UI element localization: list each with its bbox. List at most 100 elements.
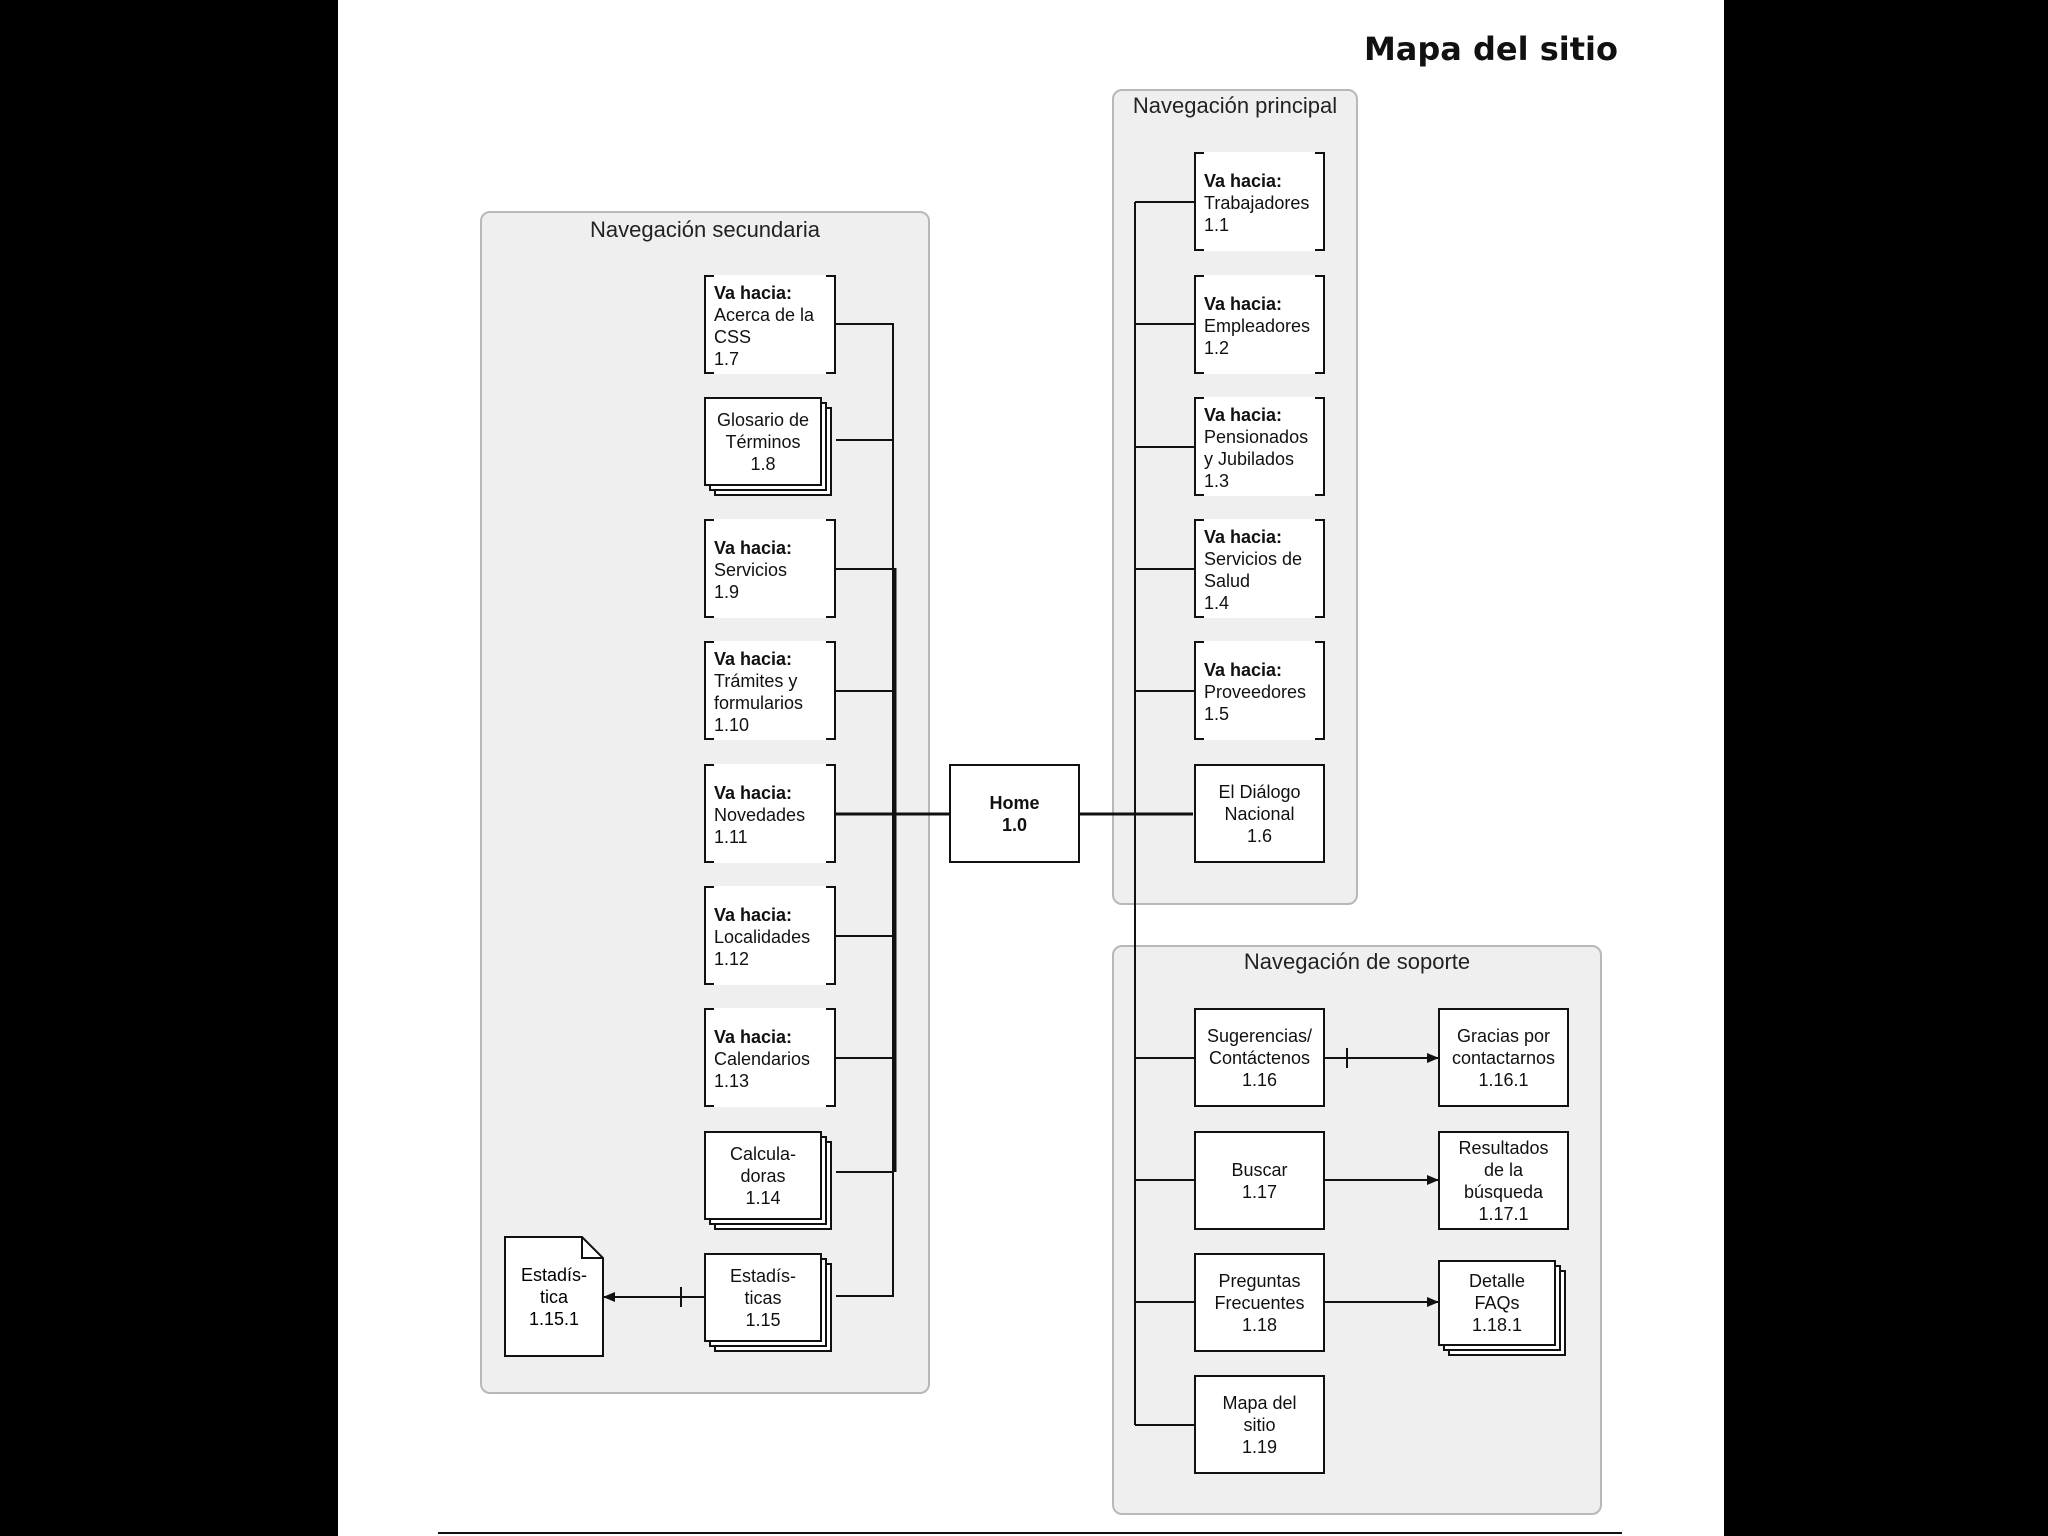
goto-label: Va hacia: <box>1204 293 1283 314</box>
node-line: Resultados <box>1458 1137 1549 1158</box>
page-title: Mapa del sitio <box>1363 30 1618 68</box>
node-id: 1.19 <box>1241 1436 1278 1457</box>
node-line: sitio <box>1243 1414 1276 1435</box>
node-id: 1.15.1 <box>528 1308 580 1329</box>
node-servicios-salud[interactable]: Va hacia: Servicios de Salud 1.4 <box>1194 519 1325 618</box>
node-line: búsqueda <box>1463 1181 1544 1202</box>
panel-label-primary: Navegación principal <box>1132 93 1338 118</box>
goto-label: Va hacia: <box>1204 404 1283 425</box>
node-id: 1.16.1 <box>1478 1069 1529 1090</box>
node-id: 1.8 <box>750 453 776 474</box>
node-id: 1.7 <box>714 348 740 369</box>
node-line: Buscar <box>1231 1159 1288 1180</box>
node-trabajadores[interactable]: Va hacia: Trabajadores 1.1 <box>1194 152 1325 251</box>
node-id: 1.17 <box>1241 1181 1278 1202</box>
node-line: Frecuentes <box>1214 1292 1305 1313</box>
node-line: Estadís- <box>729 1265 797 1286</box>
node-id: 1.10 <box>714 714 750 735</box>
node-line: Servicios <box>714 559 788 580</box>
node-line: Empleadores <box>1204 315 1311 336</box>
node-id: 1.18 <box>1241 1314 1278 1335</box>
node-id: 1.13 <box>714 1070 750 1091</box>
node-id: 1.3 <box>1204 470 1230 491</box>
bottom-divider <box>438 1532 1622 1534</box>
panel-label-support: Navegación de soporte <box>1243 949 1471 974</box>
node-buscar[interactable]: Buscar 1.17 <box>1194 1131 1325 1230</box>
node-estadistica-document[interactable]: Estadís- tica 1.15.1 <box>504 1236 604 1357</box>
node-line: Sugerencias/ <box>1206 1025 1313 1046</box>
node-line: Gracias por <box>1456 1025 1551 1046</box>
node-id: 1.16 <box>1241 1069 1278 1090</box>
connector-lines <box>603 201 1439 1426</box>
node-line: Acerca de la <box>714 304 815 325</box>
home-node[interactable]: Home 1.0 <box>949 764 1080 863</box>
document-text: Estadís- tica 1.15.1 <box>504 1236 604 1357</box>
node-calculadoras[interactable]: Calcula- doras 1.14 <box>704 1131 822 1220</box>
node-gracias[interactable]: Gracias por contactarnos 1.16.1 <box>1438 1008 1569 1107</box>
goto-label: Va hacia: <box>714 537 793 558</box>
node-id: 1.14 <box>745 1187 781 1208</box>
node-localidades[interactable]: Va hacia: Localidades 1.12 <box>704 886 836 985</box>
node-line: ticas <box>744 1287 782 1308</box>
node-estadisticas[interactable]: Estadís- ticas 1.15 <box>704 1253 822 1342</box>
node-sugerencias[interactable]: Sugerencias/ Contáctenos 1.16 <box>1194 1008 1325 1107</box>
node-id: 1.18.1 <box>1471 1315 1523 1335</box>
goto-label: Va hacia: <box>1204 526 1283 547</box>
node-pensionados[interactable]: Va hacia: Pensionados y Jubilados 1.3 <box>1194 397 1325 496</box>
goto-label: Va hacia: <box>714 904 793 925</box>
node-line: doras <box>740 1165 786 1186</box>
node-id: 1.1 <box>1204 214 1230 235</box>
node-line: Mapa del <box>1222 1392 1297 1413</box>
node-tramites[interactable]: Va hacia: Trámites y formularios 1.10 <box>704 641 836 740</box>
sitemap-page: Mapa del sitio Navegación secundaria Nav… <box>338 0 1724 1536</box>
node-line: Contáctenos <box>1208 1047 1311 1068</box>
node-servicios[interactable]: Va hacia: Servicios 1.9 <box>704 519 836 618</box>
node-id: 1.5 <box>1204 703 1230 724</box>
node-line: Salud <box>1204 570 1251 591</box>
node-line: Nacional <box>1224 803 1295 824</box>
node-line: y Jubilados <box>1204 448 1295 469</box>
node-line: Novedades <box>714 804 806 825</box>
node-line: Términos <box>725 431 801 452</box>
node-calendarios[interactable]: Va hacia: Calendarios 1.13 <box>704 1008 836 1107</box>
node-id: 1.15 <box>745 1309 781 1330</box>
node-id: 1.9 <box>714 581 740 602</box>
node-preguntas-frecuentes[interactable]: Preguntas Frecuentes 1.18 <box>1194 1253 1325 1352</box>
node-novedades[interactable]: Va hacia: Novedades 1.11 <box>704 764 836 863</box>
node-detalle-faqs[interactable]: Detalle FAQs 1.18.1 <box>1438 1260 1556 1346</box>
node-line: Trámites y <box>714 670 798 691</box>
home-label: Home <box>989 792 1040 813</box>
node-line: Servicios de <box>1204 548 1303 569</box>
node-dialogo-nacional[interactable]: El Diálogo Nacional 1.6 <box>1194 764 1325 863</box>
node-line: Pensionados <box>1204 426 1309 447</box>
node-line: Estadís- <box>520 1264 588 1285</box>
goto-label: Va hacia: <box>714 282 793 303</box>
node-proveedores[interactable]: Va hacia: Proveedores 1.5 <box>1194 641 1325 740</box>
node-line: Localidades <box>714 926 811 947</box>
goto-label: Va hacia: <box>1204 170 1283 191</box>
node-id: 1.12 <box>714 948 750 969</box>
panel-label-secondary: Navegación secundaria <box>590 217 820 242</box>
node-line: tica <box>539 1286 568 1307</box>
node-line: Detalle <box>1468 1271 1526 1291</box>
document-icon <box>504 1236 604 1357</box>
node-mapa-sitio[interactable]: Mapa del sitio 1.19 <box>1194 1375 1325 1474</box>
node-line: de la <box>1483 1159 1524 1180</box>
node-id: 1.6 <box>1246 825 1273 846</box>
goto-label: Va hacia: <box>714 782 793 803</box>
node-id: 1.11 <box>714 826 748 847</box>
node-line: Preguntas <box>1218 1270 1301 1291</box>
node-glosario[interactable]: Glosario de Términos 1.8 <box>704 397 822 486</box>
node-line: Proveedores <box>1204 681 1307 702</box>
node-line: contactarnos <box>1451 1047 1556 1068</box>
panel-support-navigation: Navegación de soporte <box>1112 945 1602 1515</box>
node-id: 1.4 <box>1204 592 1230 613</box>
node-id: 1.17.1 <box>1478 1203 1529 1224</box>
home-id: 1.0 <box>1001 814 1028 835</box>
goto-label: Va hacia: <box>714 1026 793 1047</box>
node-resultados-busqueda[interactable]: Resultados de la búsqueda 1.17.1 <box>1438 1131 1569 1230</box>
node-acerca-css[interactable]: Va hacia: Acerca de la CSS 1.7 <box>704 275 836 374</box>
node-line: Glosario de <box>716 409 810 430</box>
node-line: Calcula- <box>729 1143 797 1164</box>
node-empleadores[interactable]: Va hacia: Empleadores 1.2 <box>1194 275 1325 374</box>
